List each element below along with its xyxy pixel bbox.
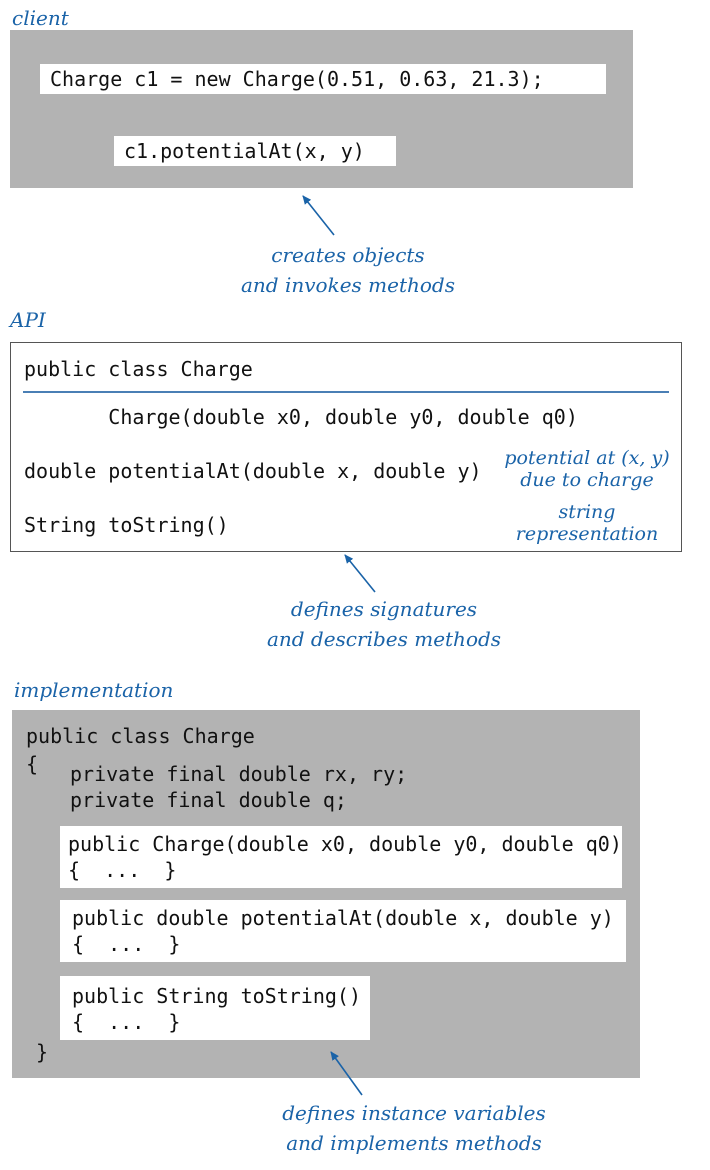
impl-method-potentialAt-line-2: { ... } — [72, 932, 181, 956]
impl-field-2: private final double q; — [70, 788, 347, 812]
impl-method-constructor: public Charge(double x0, double y0, doub… — [60, 826, 622, 888]
api-note-toString: string representation — [499, 501, 675, 545]
implementation-caption: defines instance variables and implement… — [254, 1098, 574, 1158]
api-box: public class Charge Charge(double x0, do… — [10, 342, 682, 552]
api-note-toString-line-2: representation — [515, 523, 659, 545]
api-row-potentialAt: double potentialAt(double x, double y) — [24, 459, 482, 483]
api-header: public class Charge — [24, 357, 253, 381]
client-caption-line-2: and invokes methods — [241, 273, 455, 297]
impl-field-1: private final double rx, ry; — [70, 762, 408, 786]
impl-method-potentialAt-line-1: public double potentialAt(double x, doub… — [72, 906, 614, 930]
implementation-arrow — [330, 1051, 363, 1096]
api-row-toString: String toString() — [24, 513, 229, 537]
api-header-rule — [23, 391, 669, 393]
implementation-label: implementation — [14, 678, 174, 702]
api-label: API — [10, 308, 46, 332]
implementation-panel: public class Charge { private final doub… — [12, 710, 640, 1078]
client-code-box-1: Charge c1 = new Charge(0.51, 0.63, 21.3)… — [40, 64, 606, 94]
impl-class-decl: public class Charge — [26, 724, 255, 748]
client-caption: creates objects and invokes methods — [208, 240, 488, 300]
client-code-box-2: c1.potentialAt(x, y) — [114, 136, 396, 166]
implementation-caption-line-2: and implements methods — [286, 1131, 542, 1155]
client-panel: Charge c1 = new Charge(0.51, 0.63, 21.3)… — [10, 30, 633, 188]
api-note-potentialAt: potential at (x, y) due to charge — [497, 447, 677, 491]
api-row-constructor: Charge(double x0, double y0, double q0) — [24, 405, 578, 429]
impl-method-constructor-line-1: public Charge(double x0, double y0, doub… — [68, 832, 622, 856]
client-code-line-1: Charge c1 = new Charge(0.51, 0.63, 21.3)… — [50, 67, 544, 91]
api-caption: defines signatures and describes methods — [244, 594, 524, 654]
impl-method-toString-line-1: public String toString() — [72, 984, 361, 1008]
api-note-potentialAt-line-1: potential at (x, y) — [504, 447, 670, 469]
implementation-caption-line-1: defines instance variables — [282, 1101, 546, 1125]
api-note-toString-line-1: string — [558, 501, 616, 523]
impl-close-brace: } — [36, 1040, 49, 1064]
api-caption-line-2: and describes methods — [266, 627, 502, 651]
impl-method-toString: public String toString() { ... } — [60, 976, 370, 1040]
impl-method-potentialAt: public double potentialAt(double x, doub… — [60, 900, 626, 962]
api-note-potentialAt-line-2: due to charge — [520, 469, 654, 491]
client-arrow — [302, 195, 335, 236]
impl-method-constructor-line-2: { ... } — [68, 858, 177, 882]
client-label: client — [12, 6, 69, 30]
api-arrow — [344, 554, 376, 593]
impl-method-toString-line-2: { ... } — [72, 1010, 181, 1034]
api-caption-line-1: defines signatures — [290, 597, 478, 621]
client-caption-line-1: creates objects — [271, 243, 425, 267]
client-code-line-2: c1.potentialAt(x, y) — [124, 139, 365, 163]
impl-open-brace: { — [26, 752, 39, 776]
